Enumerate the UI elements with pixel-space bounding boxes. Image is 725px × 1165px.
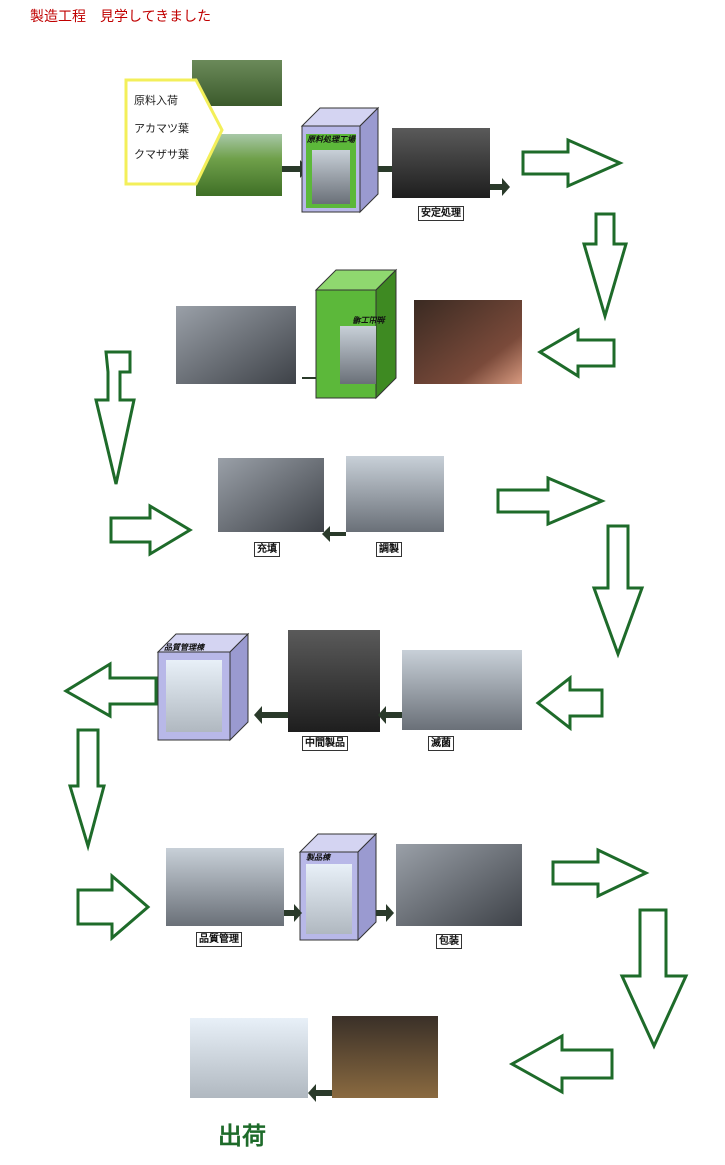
big-arrow-down bbox=[94, 350, 136, 485]
page-title: 製造工程 見学してきました bbox=[30, 9, 212, 25]
big-arrow-right bbox=[109, 503, 193, 557]
step-label-stable-processing: 安定処理 bbox=[418, 206, 464, 221]
step-label-quality-control: 品質管理 bbox=[196, 932, 242, 947]
big-arrow-down bbox=[619, 908, 689, 1050]
big-arrow-left bbox=[508, 1033, 614, 1095]
shipping-building-photo bbox=[190, 1018, 308, 1098]
raw-material-line: アカマツ葉 bbox=[134, 122, 189, 135]
shipping-warehouse-photo bbox=[332, 1016, 438, 1098]
stable-processing-photo bbox=[392, 128, 490, 198]
extraction-building-label: 抽出工場 bbox=[354, 315, 386, 324]
raw-material-line: 原料入荷 bbox=[134, 94, 178, 107]
big-arrow-right bbox=[76, 872, 151, 942]
raw-material-line: クマザサ葉 bbox=[134, 148, 189, 161]
extraction-photo-left bbox=[176, 306, 296, 384]
step-label-sterilization: 滅菌 bbox=[428, 736, 454, 751]
intermediate-product-photo bbox=[288, 630, 380, 732]
preparation-photo bbox=[346, 456, 444, 532]
step-label-packaging: 包装 bbox=[436, 934, 462, 949]
qc-building-label: 品質管理棟 bbox=[164, 643, 204, 652]
step-label-intermediate-product: 中間製品 bbox=[302, 736, 348, 751]
step-label-shipping: 出荷 bbox=[218, 1122, 266, 1150]
big-arrow-right bbox=[496, 475, 606, 527]
filling-photo bbox=[218, 458, 324, 532]
big-arrow-down bbox=[582, 212, 628, 322]
big-arrow-left bbox=[537, 327, 616, 379]
big-arrow-down bbox=[67, 728, 106, 852]
big-arrow-right bbox=[521, 137, 624, 189]
quality-control-photo bbox=[166, 848, 284, 926]
raw-processing-building-label: 原料処理工場 bbox=[307, 135, 355, 144]
step-label-preparation: 調製 bbox=[376, 542, 402, 557]
big-arrow-down bbox=[591, 524, 645, 659]
raw-material-pentagon bbox=[124, 78, 224, 186]
extraction-photo-right bbox=[414, 300, 522, 384]
big-arrow-left bbox=[63, 661, 158, 719]
manufacturing-building-label: 製品棟 bbox=[306, 853, 330, 862]
big-arrow-left bbox=[535, 674, 604, 732]
big-arrow-right bbox=[551, 847, 650, 899]
sterilization-photo bbox=[402, 650, 522, 730]
step-label-filling: 充填 bbox=[254, 542, 280, 557]
packaging-photo bbox=[396, 844, 522, 926]
